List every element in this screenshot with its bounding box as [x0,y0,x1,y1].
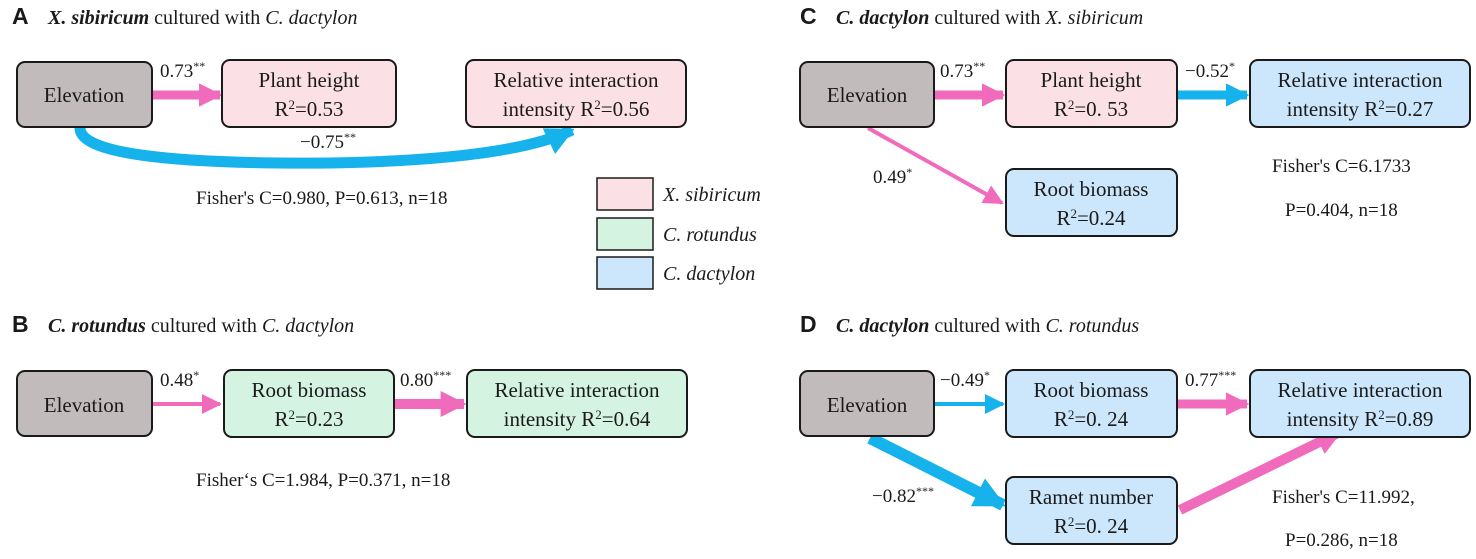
legend-swatch-x-sibiricum [596,177,654,211]
coef-d-2: 0.77*** [1185,368,1236,391]
panel-c: C C. dactylon cultured with X. sibiricum… [799,3,1471,237]
legend-label-c-dactylon: C. dactylon [663,263,755,285]
node-elevation [799,61,935,128]
node-ramet-number-label: Ramet number [1029,485,1153,509]
node-root-biomass-r2: R2=0.24 [1056,206,1126,231]
node-elevation-label: Elevation [827,83,908,107]
legend-swatch-c-rotundus [596,217,654,251]
node-interaction-intensity [1249,369,1471,438]
coef-d-1: −0.49* [940,368,990,391]
node-root-biomass-label: Root biomass [252,378,367,402]
node-interaction-intensity [465,59,687,128]
node-plant-height-r2: R2=0.53 [274,97,343,122]
node-plant-height [221,59,397,128]
node-root-biomass-label: Root biomass [1034,378,1149,402]
panel-a-title: X. sibiricum cultured with C. dactylon [47,7,357,29]
panel-letter-a: A [12,3,29,29]
coef-b-2: 0.80*** [400,368,451,391]
panel-d-title: C. dactylon cultured with C. rotundus [836,315,1139,337]
stats-c-line1: Fisher's C=6.1733 [1272,156,1411,177]
arrow-elevation-to-root-biomass [867,126,1004,205]
legend-swatch-c-dactylon [596,256,654,290]
node-root-biomass-r2: R2=0. 24 [1054,407,1129,432]
node-interaction-label: Relative interaction [494,378,660,402]
node-plant-height [1005,59,1178,128]
node-root-biomass [1005,168,1178,237]
node-interaction-r2: intensity R2=0.64 [504,407,651,432]
stats-d-line1: Fisher's C=11.992, [1272,487,1415,508]
coef-a-1: 0.73** [160,59,205,82]
node-plant-height-label: Plant height [259,68,360,92]
node-root-biomass [1005,369,1178,438]
panel-d: D C. dactylon cultured with C. rotundus … [799,311,1471,551]
node-interaction-intensity [1249,59,1471,128]
node-elevation [16,61,153,128]
legend: X. sibiricum C. rotundus C. dactylon [596,177,761,290]
node-interaction-label: Relative interaction [1277,378,1443,402]
panel-b-title: C. rotundus cultured with C. dactylon [48,315,354,337]
legend-label-c-rotundus: C. rotundus [663,224,757,246]
node-elevation-label: Elevation [827,393,908,417]
node-root-biomass-r2: R2=0.23 [274,407,343,432]
panel-c-title: C. dactylon cultured with X. sibiricum [836,7,1143,29]
node-ramet-number-r2: R2=0. 24 [1054,514,1129,539]
coef-b-1: 0.48* [160,368,199,391]
node-elevation-label: Elevation [44,83,125,107]
node-plant-height-label: Plant height [1041,68,1142,92]
stats-c-line2: P=0.404, n=18 [1285,200,1398,221]
node-elevation [799,370,935,437]
stats-d-line2: P=0.286, n=18 [1285,530,1398,551]
node-elevation [16,370,153,437]
node-interaction-r2: intensity R2=0.89 [1287,407,1434,432]
panel-letter-c: C [800,3,817,29]
coef-a-2: −0.75** [300,130,356,153]
node-interaction-r2: intensity R2=0.56 [503,97,650,122]
panel-a: A X. sibiricum cultured with C. dactylon… [12,3,687,209]
node-root-biomass-label: Root biomass [1034,177,1149,201]
legend-label-x-sibiricum: X. sibiricum [662,184,761,206]
arrow-elevation-to-ramet-number [867,432,1006,511]
coef-c-1: 0.73** [940,59,985,82]
node-interaction-label: Relative interaction [493,68,659,92]
node-interaction-label: Relative interaction [1277,68,1443,92]
node-interaction-intensity [466,369,688,438]
coef-c-2: −0.52* [1185,59,1235,82]
node-elevation-label: Elevation [44,393,125,417]
arrow-elevation-to-interaction-curve [74,125,575,169]
stats-b: Fisher‘s C=1.984, P=0.371, n=18 [196,470,450,491]
node-root-biomass [223,369,395,438]
arrow-ramet-number-to-interaction [1177,427,1343,515]
panel-b: B C. rotundus cultured with C. dactylon … [12,311,688,491]
coef-c-3: 0.49* [873,165,912,188]
node-plant-height-r2: R2=0. 53 [1054,97,1128,122]
panel-letter-d: D [800,311,817,337]
coef-d-3: −0.82*** [872,484,934,507]
panel-letter-b: B [12,311,29,337]
node-interaction-r2: intensity R2=0.27 [1287,97,1434,122]
node-ramet-number [1005,476,1178,545]
stats-a: Fisher's C=0.980, P=0.613, n=18 [196,188,447,209]
